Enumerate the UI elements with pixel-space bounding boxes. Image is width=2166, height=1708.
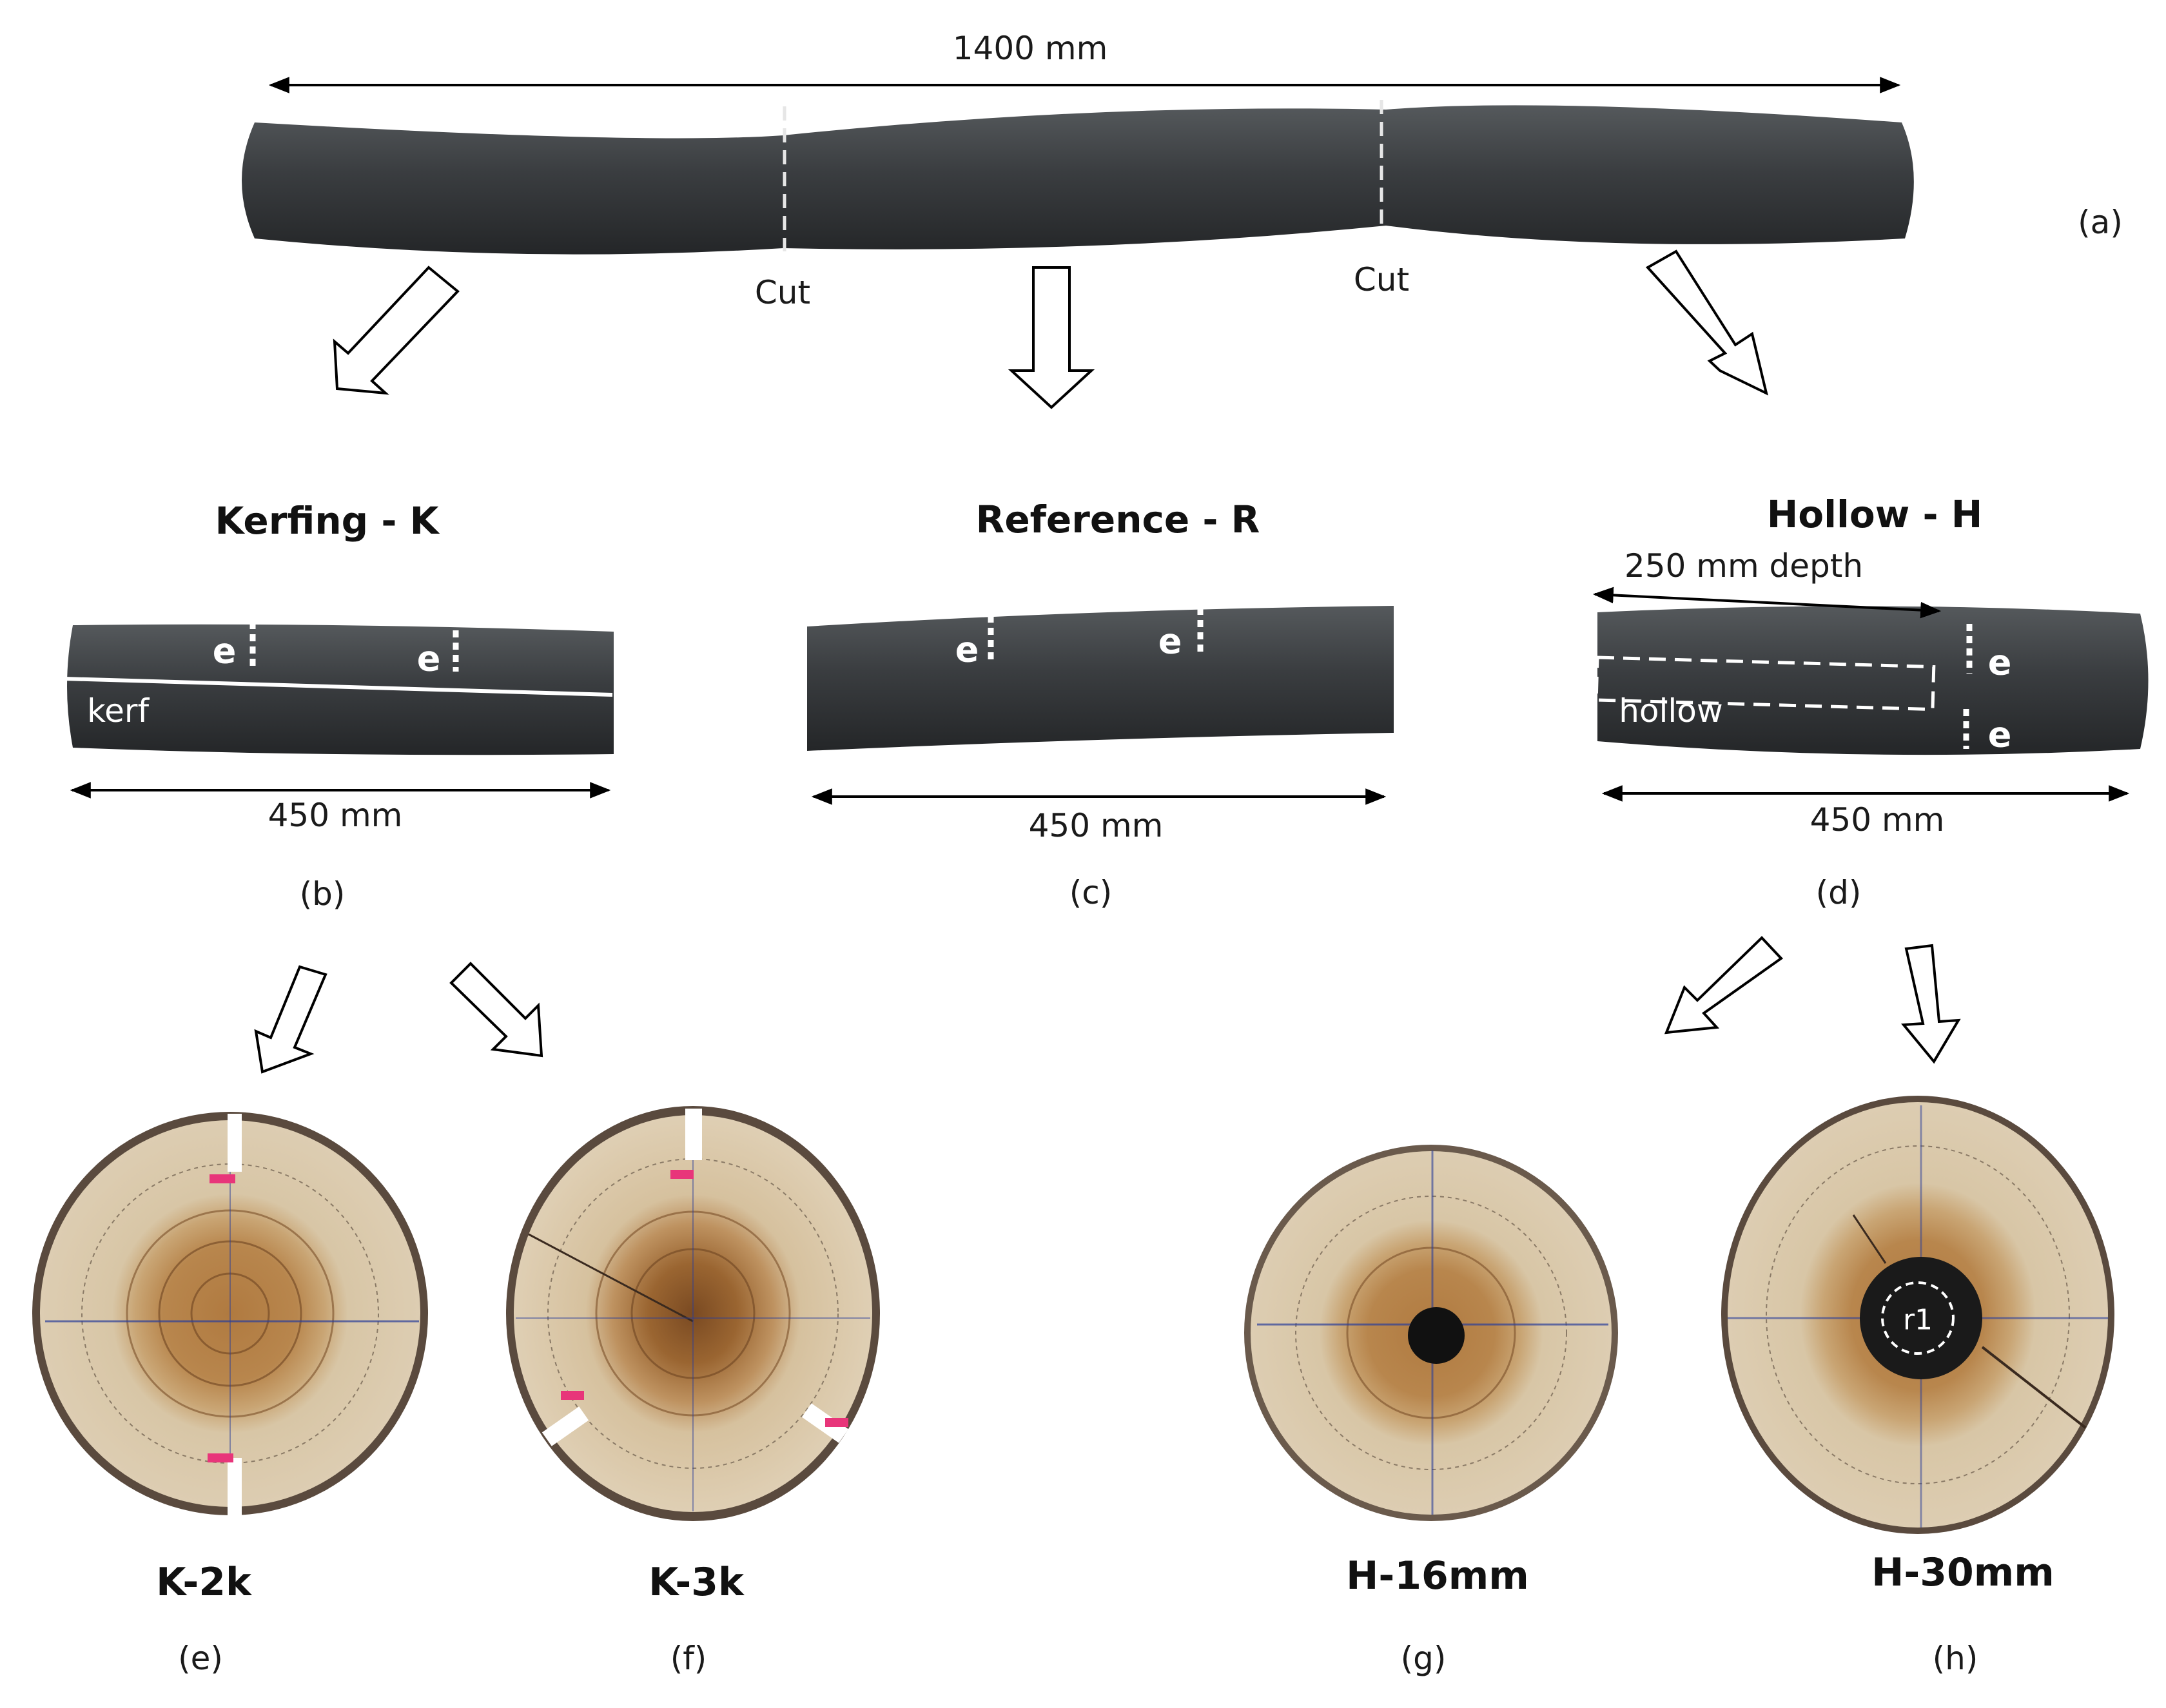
title-hollow: Hollow - H [1766,492,1983,536]
e-label-c2: e [1158,621,1182,662]
title-kerfing: Kerfing - K [215,499,439,543]
cross-section-k3k [506,1106,880,1521]
panel-label-b: (b) [299,875,346,913]
arrow-to-k2k [254,965,327,1074]
arrow-to-hollow [1645,249,1768,396]
specimen-k3k: K-3k [649,1560,744,1605]
hollow-hole-16 [1408,1307,1465,1364]
r1-label: r1 [1902,1303,1933,1337]
panel-label-a: (a) [2078,204,2123,241]
cross-section-k2k [32,1112,428,1516]
arrow-to-reference [1008,266,1095,409]
cross-section-h16 [1244,1145,1618,1521]
arrow-to-k3k [449,962,543,1058]
kerf-label: kerf [86,692,150,730]
cut-label-left: Cut [754,274,811,311]
arrow-to-kerfing [333,266,460,395]
specimen-k2k: K-2k [156,1560,251,1605]
kerf-line [64,677,613,697]
cut-label-right: Cut [1353,261,1410,298]
panel-label-f: (f) [670,1640,707,1677]
specimen-h16: H-16mm [1346,1553,1529,1598]
panel-label-e: (e) [178,1640,223,1677]
panel-label-d: (d) [1815,874,1862,911]
panel-label-h: (h) [1932,1640,1978,1677]
e-label-d2: e [1987,714,2012,755]
hollow-hole-30 [1860,1257,1982,1379]
e-label-c1: e [955,629,979,670]
arrow-to-h16 [1664,936,1784,1034]
e-label-d1: e [1987,642,2012,683]
segment-length-b: 450 mm [268,797,403,834]
panel-label-g: (g) [1400,1640,1447,1677]
full-length-label: 1400 mm [952,30,1108,67]
hollow-depth-label: 250 mm depth [1624,547,1864,585]
full-log [242,105,1914,255]
arrow-to-h30 [1900,944,1961,1064]
title-reference: Reference - R [975,498,1260,541]
r1-circle [1881,1281,1955,1355]
reference-segment [807,606,1394,751]
kerfing-segment [67,624,614,755]
cross-section-h30 [1721,1096,2114,1534]
hollow-segment [1597,606,2149,755]
hollow-outline [1594,655,1936,712]
specimen-h30: H-30mm [1871,1550,2054,1595]
panel-label-c: (c) [1069,874,1113,911]
segment-length-c: 450 mm [1028,807,1164,844]
hollow-label: hollow [1619,692,1723,730]
segment-length-d: 450 mm [1810,801,1945,839]
dimension-arrow-depth [1592,587,1942,619]
e-label-b1: e [212,630,237,672]
e-label-b2: e [416,638,441,679]
